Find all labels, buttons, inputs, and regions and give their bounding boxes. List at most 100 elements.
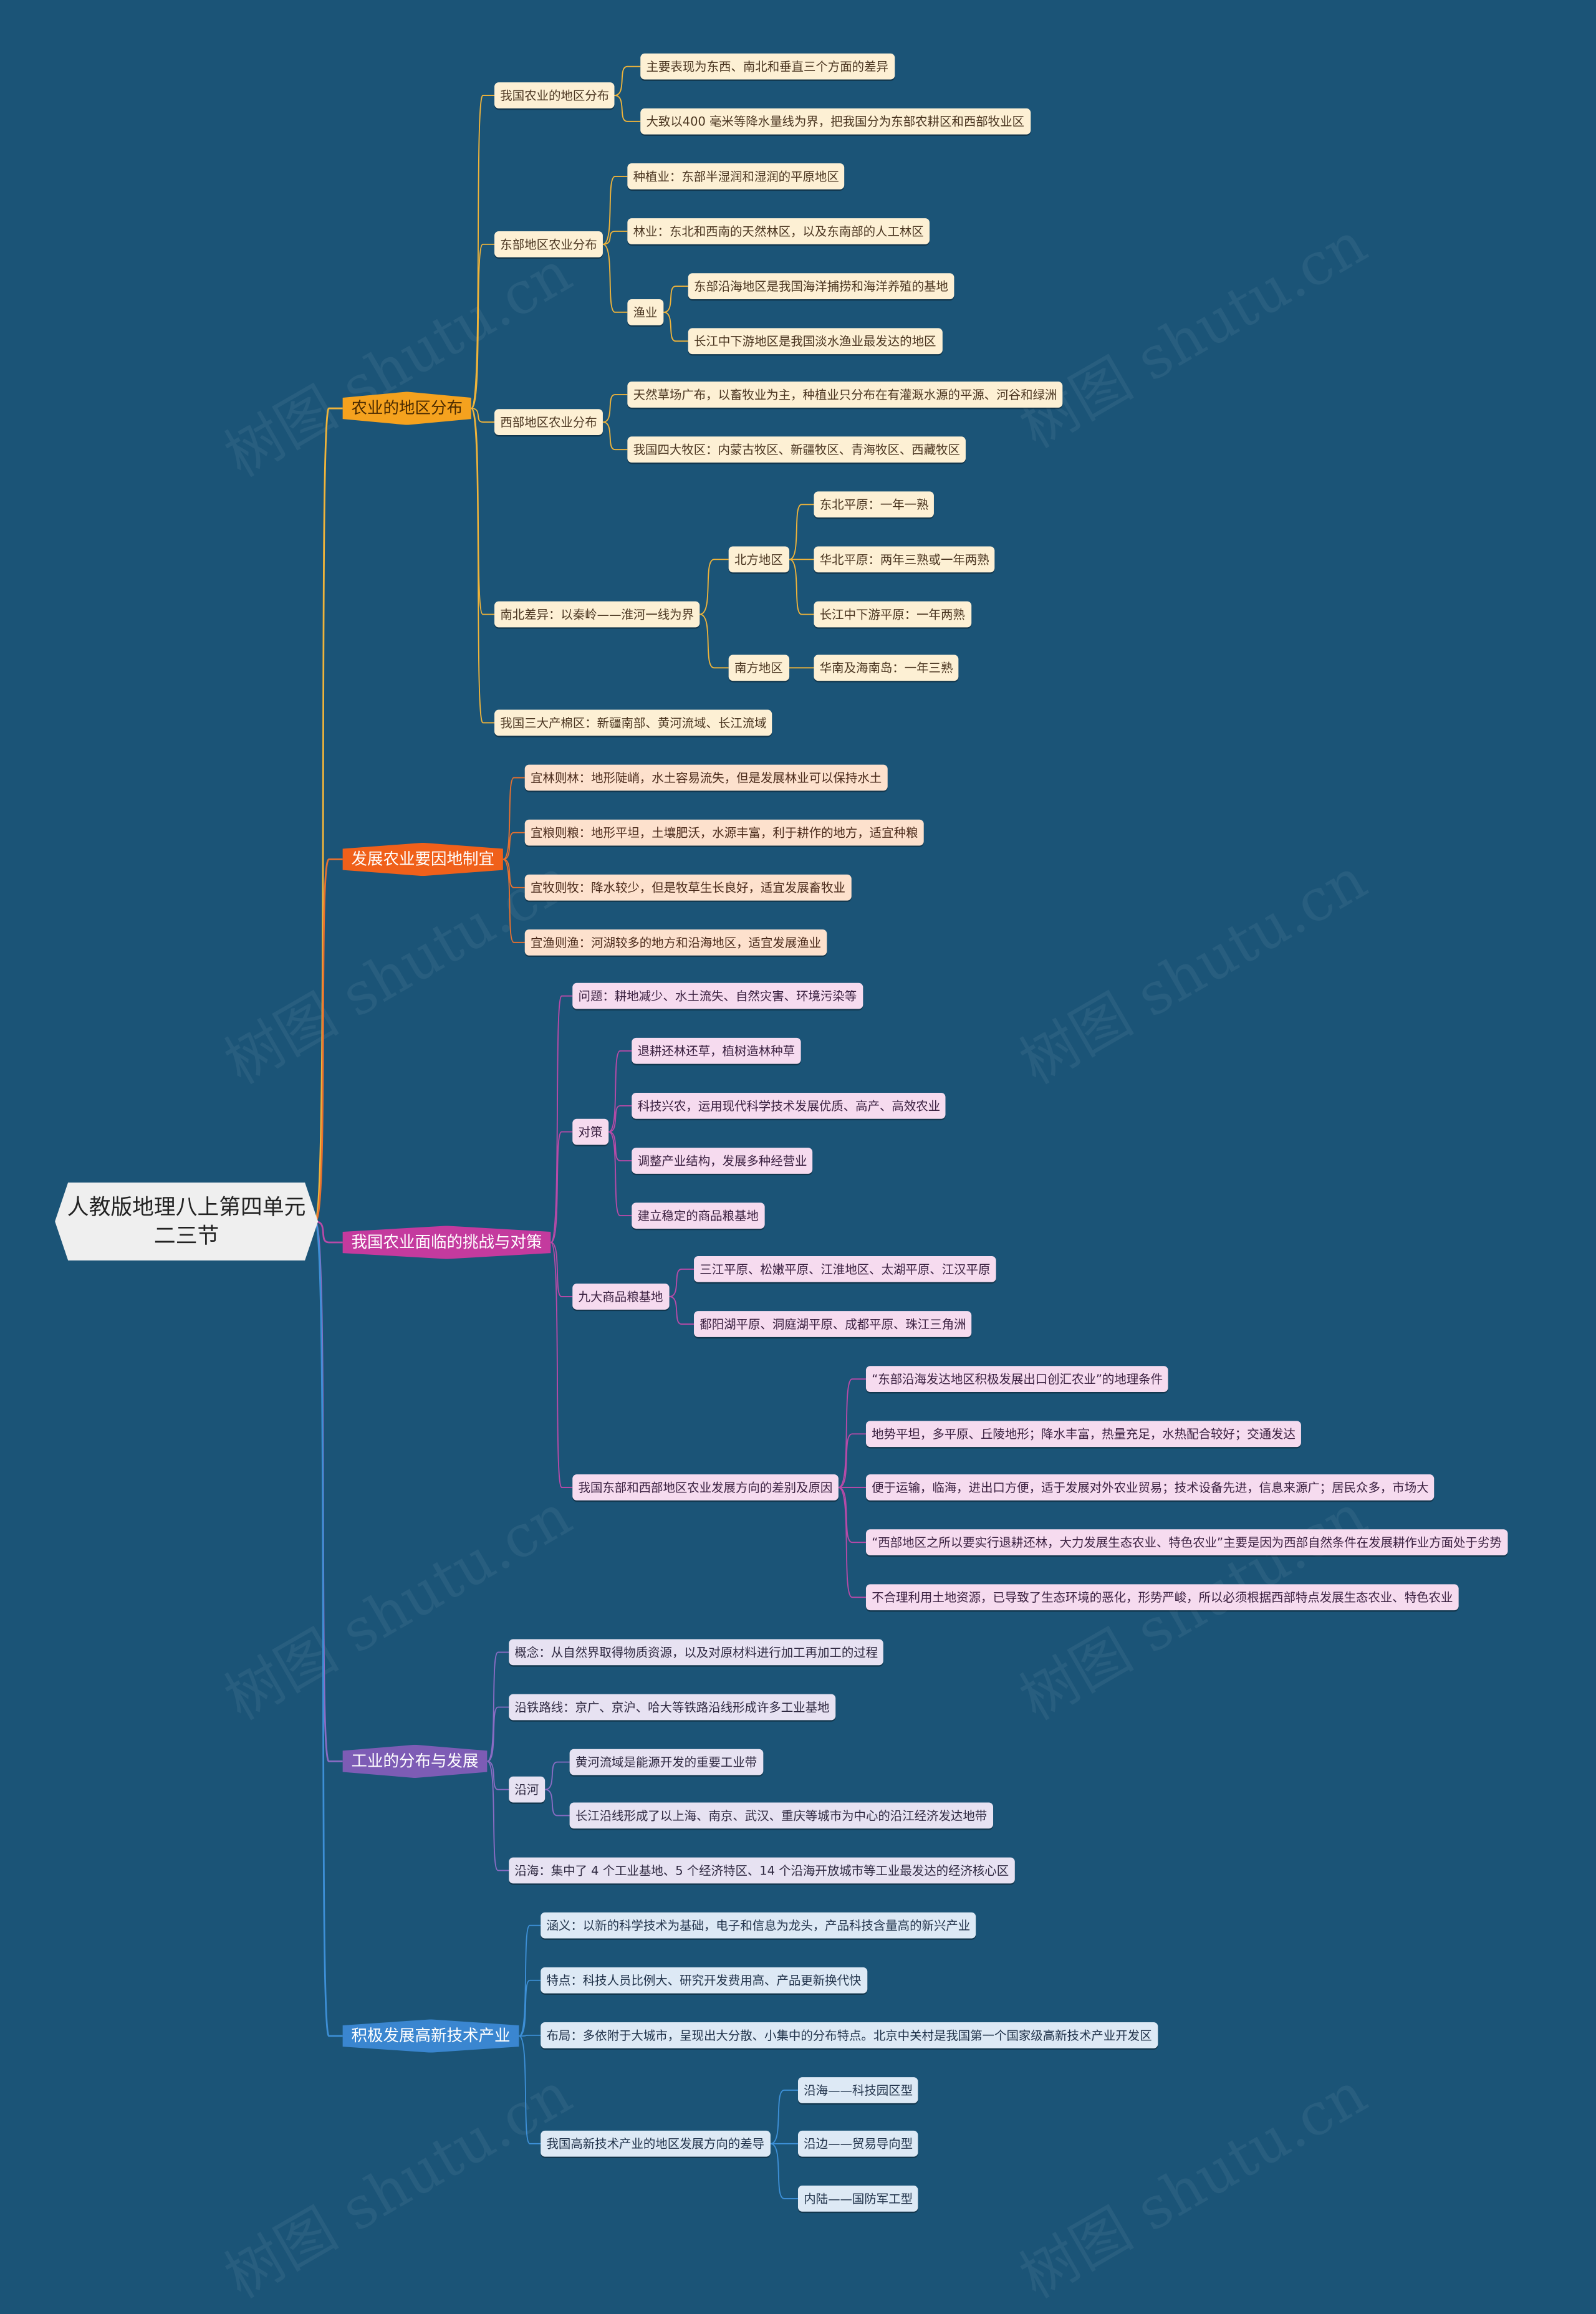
node[interactable]: 种植业：东部半湿润和湿润的平原地区 <box>627 163 845 190</box>
connector-line <box>838 1487 866 1543</box>
node[interactable]: 特点：科技人员比例大、研究开发费用高、产品更新换代快 <box>541 1967 867 1994</box>
node[interactable]: 我国高新技术产业的地区发展方向的差导 <box>541 2130 771 2157</box>
node[interactable]: 沿铁路线：京广、京沪、哈大等铁路沿线形成许多工业基地 <box>509 1694 835 1721</box>
connector-line <box>669 1296 695 1325</box>
connector-line <box>614 95 641 122</box>
connector-line <box>550 1131 573 1243</box>
node[interactable]: 沿河 <box>509 1776 545 1803</box>
node[interactable]: 南方地区 <box>728 655 789 681</box>
node[interactable]: 南北差异：以秦岭——淮河一线为界 <box>494 601 700 628</box>
connector-line <box>502 858 525 888</box>
connector-line <box>608 1050 632 1133</box>
node[interactable]: 长江中下游地区是我国淡水渔业最发达的地区 <box>688 328 942 355</box>
node[interactable]: 便于运输，临海，进出口方便，适于发展对外农业贸易；技术设备先进，信息来源广；居民… <box>865 1474 1435 1500</box>
connector-line <box>314 1220 343 1762</box>
connector-line <box>602 231 628 245</box>
node[interactable]: 我国三大产棉区：新疆南部、黄河流域、长江流域 <box>494 709 772 736</box>
node[interactable]: 宜粮则粮：地形平坦，土壤肥沃，水源丰富，利于耕作的地方，适宜种粮 <box>524 819 924 846</box>
branch-industry-distribution[interactable]: 工业的分布与发展 <box>342 1744 488 1779</box>
connector-line <box>502 832 525 860</box>
connector-line <box>315 1220 343 1244</box>
mind-map-canvas: 树图 shutu.cn 树图 shutu.cn 树图 shutu.cn 树图 s… <box>55 53 1508 2312</box>
node[interactable]: 问题：耕地减少、水土流失、自然灾害、环境污染等 <box>572 982 863 1009</box>
branch-challenges-and-countermeasures[interactable]: 我国农业面临的挑战与对策 <box>342 1226 551 1259</box>
branch-high-tech-industry[interactable]: 积极发展高新技术产业 <box>342 2019 519 2053</box>
connector-line <box>608 1105 632 1133</box>
connector-line <box>519 1979 541 2037</box>
connector-line <box>487 1706 509 1762</box>
node[interactable]: 天然草场广布，以畜牧业为主，种植业只分布在有灌溉水源的平源、河谷和绿洲 <box>627 382 1063 408</box>
connector-line <box>471 408 495 615</box>
connector-line <box>518 1924 541 2037</box>
node[interactable]: “东部沿海发达地区积极发展出口创汇农业”的地理条件 <box>865 1366 1169 1393</box>
node[interactable]: 概念：从自然界取得物质资源，以及对原材料进行加工再加工的过程 <box>509 1639 884 1666</box>
node[interactable]: 西部地区农业分布 <box>494 409 603 435</box>
connector-line <box>608 1131 632 1217</box>
connector-line <box>545 1788 570 1817</box>
node[interactable]: 涵义：以新的科学技术为基础，电子和信息为龙头，产品科技含量高的新兴产业 <box>541 1912 976 1939</box>
connector-line <box>486 1760 509 1871</box>
node[interactable]: 对策 <box>572 1118 608 1145</box>
connector-line <box>314 407 343 1222</box>
connector-line <box>614 65 641 96</box>
connector-line <box>602 421 628 451</box>
node[interactable]: 宜牧则牧：降水较少，但是牧草生长良好，适宜发展畜牧业 <box>524 874 852 901</box>
connector-line <box>487 1760 509 1790</box>
node[interactable]: 建立稳定的商品粮基地 <box>632 1203 765 1229</box>
connector-layer <box>314 65 866 2199</box>
node[interactable]: 华北平原：两年三熟或一年两熟 <box>814 546 995 573</box>
connector-line <box>486 1651 509 1762</box>
node[interactable]: 渔业 <box>627 299 663 325</box>
node[interactable]: 东部沿海地区是我国海洋捕捞和海洋养殖的基地 <box>688 273 954 299</box>
connector-line <box>838 1433 866 1488</box>
node[interactable]: 退耕还林还草，植树造林种草 <box>632 1037 801 1064</box>
connector-line <box>602 175 628 245</box>
node[interactable]: 长江沿线形成了以上海、南京、武汉、重庆等城市为中心的沿江经济发达地带 <box>569 1802 993 1829</box>
node[interactable]: 北方地区 <box>728 546 789 573</box>
connector-line <box>663 286 688 313</box>
connector-line <box>602 394 628 423</box>
node[interactable]: “西部地区之所以要实行退耕还林，大力发展生态农业、特色农业”主要是因为西部自然条… <box>865 1529 1508 1556</box>
connector-line <box>669 1268 695 1297</box>
connector-line <box>471 408 495 724</box>
connector-line <box>770 2090 798 2144</box>
node[interactable]: 沿海：集中了 4 个工业基地、5 个经济特区、14 个沿海开放城市等工业最发达的… <box>509 1857 1015 1884</box>
connector-line <box>545 1761 570 1790</box>
node[interactable]: 沿边——贸易导向型 <box>797 2130 919 2157</box>
connector-line <box>471 95 495 409</box>
node[interactable]: 黄河流域是能源开发的重要工业带 <box>569 1749 763 1775</box>
node[interactable]: 内陆——国防军工型 <box>797 2186 919 2212</box>
node[interactable]: 九大商品粮基地 <box>572 1284 669 1310</box>
node[interactable]: 沿海——科技园区型 <box>797 2077 919 2103</box>
branch-adapt-to-local-conditions[interactable]: 发展农业要因地制宜 <box>342 842 503 876</box>
connector-line <box>518 2035 541 2144</box>
node[interactable]: 大致以400 毫米等降水量线为界，把我国分为东部农耕区和西部牧业区 <box>640 108 1031 135</box>
node[interactable]: 我国四大牧区：内蒙古牧区、新疆牧区、青海牧区、西藏牧区 <box>627 436 966 463</box>
node[interactable]: 长江中下游平原：一年两熟 <box>814 601 971 628</box>
node[interactable]: 宜林则林：地形陡峭，水土容易流失，但是发展林业可以保持水土 <box>524 764 888 791</box>
connector-line <box>789 559 814 615</box>
branch-agriculture-distribution[interactable]: 农业的地区分布 <box>342 391 471 425</box>
node[interactable]: 我国东部和西部地区农业发展方向的差别及原因 <box>572 1474 839 1500</box>
node[interactable]: 调整产业结构，发展多种经营业 <box>632 1148 813 1174</box>
connector-line <box>550 1242 573 1297</box>
node[interactable]: 地势平坦，多平原、丘陵地形；降水丰富，热量充足，水热配合较好；交通发达 <box>865 1421 1302 1447</box>
root-title: 人教版地理八上第四单元二三节 <box>67 1194 306 1249</box>
node[interactable]: 华南及海南岛：一年三熟 <box>814 655 959 681</box>
node[interactable]: 林业：东北和西南的天然林区，以及东南部的人工林区 <box>627 218 930 244</box>
root-node[interactable]: 人教版地理八上第四单元二三节 <box>55 1182 319 1260</box>
node[interactable]: 科技兴农，运用现代科学技术发展优质、高产、高效农业 <box>632 1093 946 1119</box>
node[interactable]: 布局：多依附于大城市，呈现出大分散、小集中的分布特点。北京中关村是我国第一个国家… <box>541 2022 1158 2048</box>
node[interactable]: 不合理利用土地资源，已导致了生态环境的恶化，形势严峻，所以必须根据西部特点发展生… <box>865 1584 1459 1611</box>
connector-line <box>838 1378 866 1488</box>
node[interactable]: 三江平原、松嫩平原、江淮地区、太湖平原、江汉平原 <box>694 1256 996 1282</box>
connector-line <box>699 559 729 615</box>
connector-line <box>502 858 525 943</box>
connector-line <box>770 2143 798 2199</box>
node[interactable]: 东北平原：一年一熟 <box>814 491 935 518</box>
node[interactable]: 东部地区农业分布 <box>494 231 603 257</box>
node[interactable]: 鄱阳湖平原、洞庭湖平原、成都平原、珠江三角洲 <box>694 1311 972 1337</box>
node[interactable]: 宜渔则渔：河湖较多的地方和沿海地区，适宜发展渔业 <box>524 929 827 956</box>
node[interactable]: 主要表现为东西、南北和垂直三个方面的差异 <box>640 53 895 80</box>
node[interactable]: 我国农业的地区分布 <box>494 82 615 108</box>
